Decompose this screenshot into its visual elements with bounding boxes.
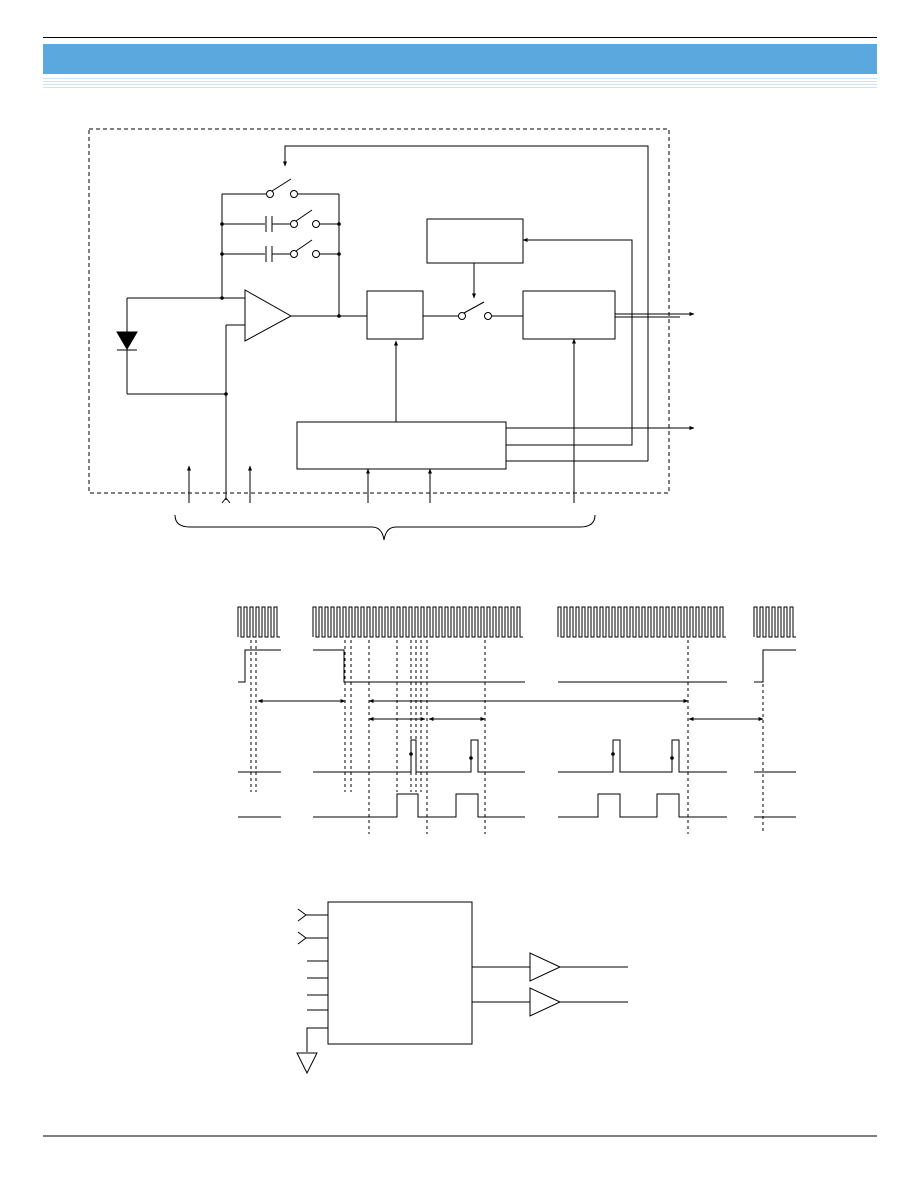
cap-switch-2 bbox=[222, 209, 339, 232]
ground-symbol bbox=[296, 1052, 318, 1075]
feedback-line bbox=[283, 145, 649, 300]
header-faint-lines bbox=[43, 78, 877, 88]
pin-group-brace bbox=[174, 514, 596, 541]
timing-diagram bbox=[237, 606, 796, 834]
buffer-1 bbox=[529, 952, 562, 982]
sensor-ic-block bbox=[327, 901, 473, 1045]
control-block bbox=[426, 218, 524, 264]
switch-1 bbox=[222, 178, 339, 198]
junction-dots bbox=[220, 222, 341, 396]
block-diagram bbox=[88, 128, 695, 541]
opamp-triangle bbox=[244, 289, 293, 342]
adc-block bbox=[366, 290, 424, 340]
logic-block bbox=[296, 421, 507, 470]
clock-burst-4 bbox=[753, 606, 796, 638]
signal-row-2d bbox=[754, 649, 796, 683]
header-top-rule bbox=[43, 37, 877, 38]
cap-switch-3 bbox=[222, 239, 339, 262]
clock-burst-1 bbox=[237, 606, 280, 638]
buffer-2 bbox=[529, 987, 562, 1017]
application-diagram bbox=[296, 901, 628, 1075]
timing-dots bbox=[409, 752, 674, 760]
clock-burst-3 bbox=[557, 606, 726, 638]
signal-row-2b bbox=[313, 649, 525, 683]
header-band bbox=[43, 44, 877, 74]
register-block bbox=[522, 290, 616, 340]
photodiode bbox=[116, 297, 245, 500]
clock-burst-2 bbox=[312, 606, 523, 638]
clock-bursts bbox=[237, 606, 796, 638]
signal-row-2a bbox=[238, 649, 281, 683]
output-switch bbox=[458, 301, 523, 320]
chip-boundary-dashed bbox=[88, 128, 670, 494]
